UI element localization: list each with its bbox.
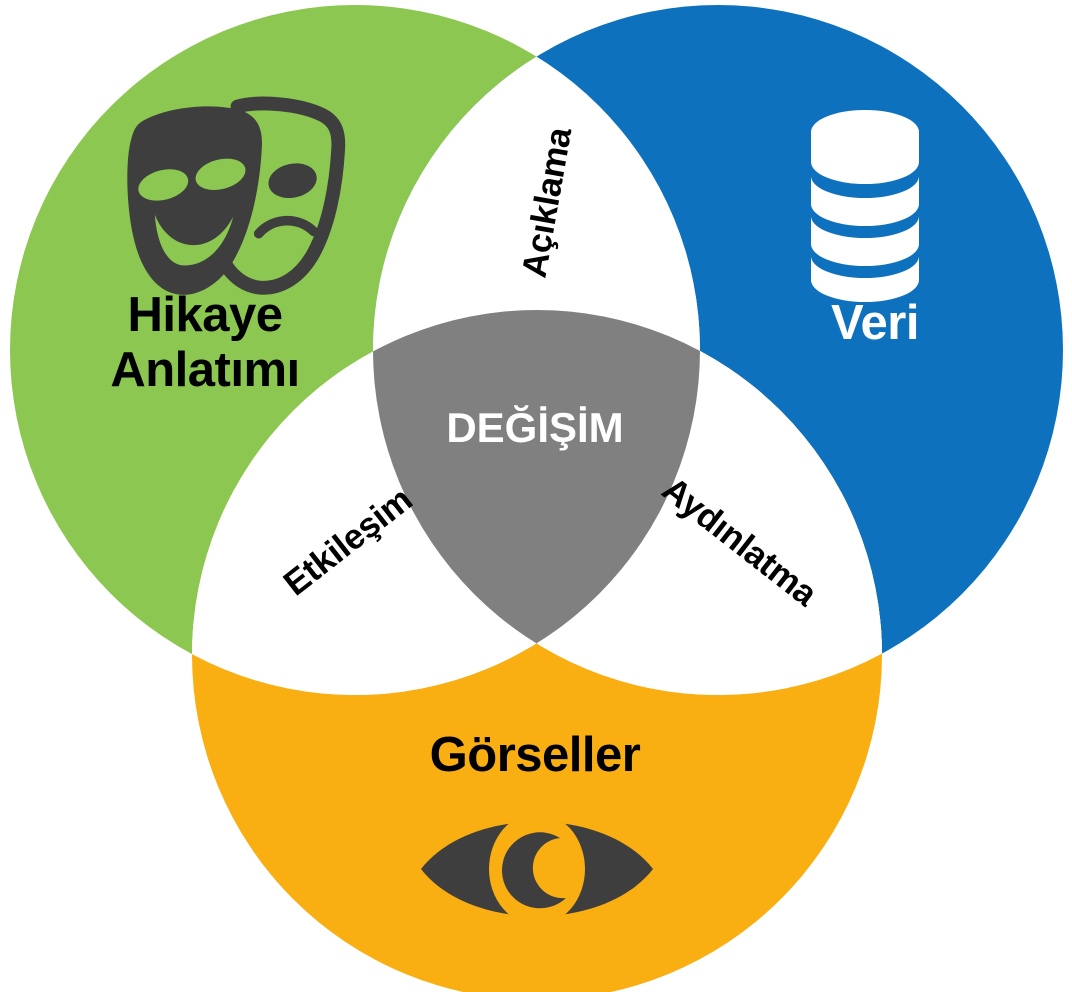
theater-masks-icon xyxy=(127,96,346,295)
database-icon xyxy=(811,110,919,302)
eye-icon xyxy=(421,813,653,925)
